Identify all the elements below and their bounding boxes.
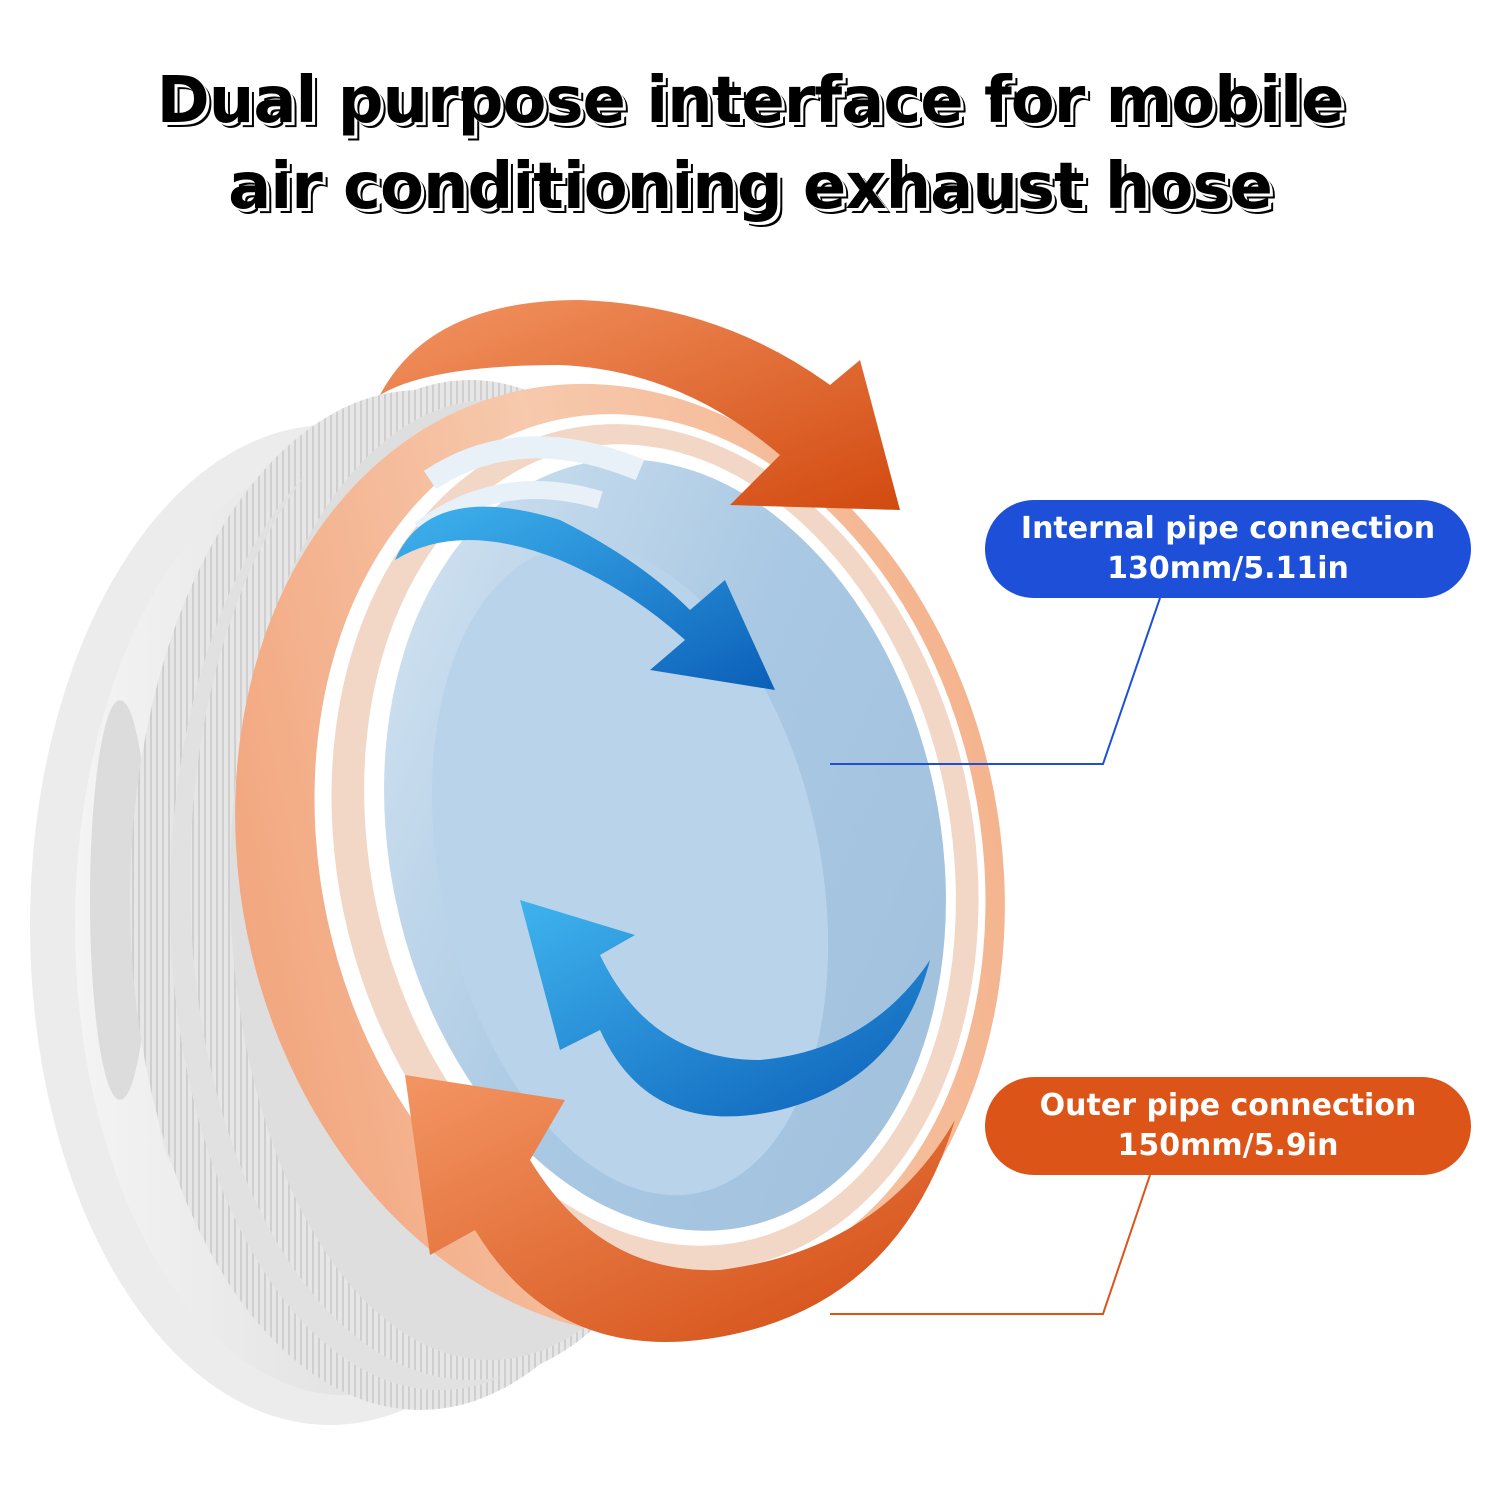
page-title: Dual purpose interface for mobile air co… (0, 58, 1500, 230)
internal-pipe-label: Internal pipe connection (1020, 511, 1436, 546)
leader-lines (830, 597, 1161, 1315)
inner-bore (364, 436, 956, 1246)
inner-rotation-arrow-icon (395, 506, 930, 1117)
outer-pipe-size: 150mm/5.9in (1117, 1128, 1339, 1163)
internal-pipe-callout: Internal pipe connection 130mm/5.11in (985, 500, 1471, 598)
title-line-2: air conditioning exhaust hose (228, 150, 1273, 224)
outer-pipe-label: Outer pipe connection (1039, 1088, 1417, 1123)
internal-pipe-size: 130mm/5.11in (1107, 551, 1349, 586)
outer-pipe-callout: Outer pipe connection 150mm/5.9in (985, 1077, 1471, 1175)
title-line-1: Dual purpose interface for mobile (156, 64, 1345, 138)
outer-rotation-arrow-icon (380, 300, 955, 1342)
